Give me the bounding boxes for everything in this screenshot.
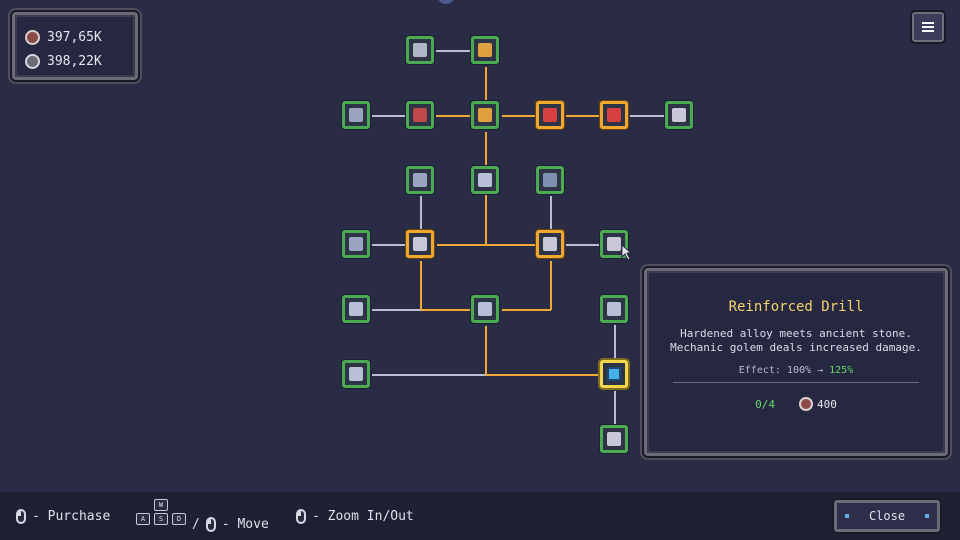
skill-level: 0/4	[755, 397, 775, 411]
ore-cost-icon	[799, 397, 813, 411]
move-hint: W A S D / - Move	[136, 499, 269, 539]
tooltip-title: Reinforced Drill	[728, 299, 864, 315]
close-button-label: Close	[868, 509, 906, 523]
left-click-mouse-icon	[16, 509, 26, 524]
zoom-hint: - Zoom In/Out	[296, 509, 414, 524]
effect-label: Effect:	[738, 365, 781, 376]
zoom-hint-label: - Zoom In/Out	[312, 509, 414, 524]
effect-arrow: →	[817, 365, 824, 376]
drill-icon	[543, 237, 557, 251]
skill-node-drill-3[interactable]	[600, 425, 628, 453]
skill-cost: 400	[817, 397, 837, 411]
key-s: S	[154, 513, 168, 525]
skill-node-shield[interactable]	[342, 230, 370, 258]
gear-stone-icon	[478, 302, 492, 316]
ore-counter: 397,65K	[25, 25, 125, 49]
stone-counter: 398,22K	[25, 49, 125, 73]
red-rune-icon	[607, 108, 621, 122]
crescent-icon	[478, 108, 492, 122]
key-a: A	[136, 513, 150, 525]
magnifier-icon	[349, 367, 363, 381]
hint-slash: /	[192, 516, 200, 532]
purchase-hint: - Purchase	[16, 509, 110, 524]
skill-node-gear-stone[interactable]	[471, 295, 499, 323]
scroll-mouse-icon	[296, 509, 306, 524]
skill-node-sickle[interactable]	[471, 36, 499, 64]
skill-node-drill-1[interactable]	[406, 230, 434, 258]
effect-from: 100%	[786, 365, 812, 376]
needle-icon	[543, 173, 557, 187]
wasd-keys-icon: W A S D	[136, 499, 188, 531]
skill-tree	[342, 36, 693, 453]
skill-node-red-rune-2[interactable]	[600, 101, 628, 129]
skill-node-crate[interactable]	[600, 295, 628, 323]
mouse-cursor-icon	[621, 244, 633, 261]
skill-node-sparkle[interactable]	[471, 166, 499, 194]
drill-icon	[607, 432, 621, 446]
skill-tree-links	[372, 50, 664, 425]
skill-node-red-ore[interactable]	[406, 101, 434, 129]
controls-bar: - Purchase W A S D / - Move - Zoom In/Ou…	[0, 492, 960, 540]
close-button[interactable]: Close	[832, 498, 942, 534]
shield-icon	[349, 237, 363, 251]
shard-icon	[672, 108, 686, 122]
skill-node-crescent[interactable]	[471, 101, 499, 129]
skill-tooltip: Reinforced Drill Hardened alloy meets an…	[642, 266, 950, 458]
sickle-icon	[478, 43, 492, 57]
tooltip-divider	[673, 382, 919, 383]
stone-pair-icon	[349, 108, 363, 122]
crystal-icon	[607, 367, 621, 381]
skill-node-drill-bit[interactable]	[600, 230, 628, 258]
right-drag-mouse-icon	[205, 516, 216, 532]
resources-panel: 397,65K 398,22K	[10, 10, 140, 82]
drill-bit-icon	[607, 237, 621, 251]
skill-node-magnifier[interactable]	[342, 360, 370, 388]
stone-icon	[25, 53, 40, 69]
skill-node-reinforced-drill[interactable]	[600, 360, 628, 388]
skill-node-stone-pair[interactable]	[342, 101, 370, 129]
stairs-icon	[413, 173, 427, 187]
red-rune-icon	[543, 108, 557, 122]
key-w: W	[154, 499, 168, 511]
ore-icon	[25, 29, 40, 45]
stone-amount: 398,22K	[47, 53, 102, 69]
skill-node-drill-2[interactable]	[536, 230, 564, 258]
tooltip-description: Hardened alloy meets ancient stone. Mech…	[670, 327, 922, 354]
top-indicator	[437, 0, 455, 4]
effect-to: 125%	[829, 365, 854, 376]
move-hint-label: - Move	[221, 516, 269, 532]
hamburger-menu-icon	[922, 22, 934, 32]
key-d: D	[172, 513, 186, 525]
skill-node-stairs[interactable]	[406, 166, 434, 194]
skill-node-red-rune-1[interactable]	[536, 101, 564, 129]
tooltip-effect: Effect: 100% → 125%	[665, 365, 927, 376]
stone-pile-icon	[349, 302, 363, 316]
tooltip-footer: 0/4 400	[665, 397, 927, 411]
purchase-hint-label: - Purchase	[32, 509, 111, 524]
drill-icon	[413, 237, 427, 251]
skill-node-pickaxe[interactable]	[406, 36, 434, 64]
menu-button[interactable]	[910, 10, 946, 44]
ore-amount: 397,65K	[47, 29, 102, 45]
skill-node-stone-pile[interactable]	[342, 295, 370, 323]
pickaxe-icon	[413, 43, 427, 57]
crate-icon	[607, 302, 621, 316]
red-ore-icon	[413, 108, 427, 122]
skill-node-shard[interactable]	[665, 101, 693, 129]
sparkle-icon	[478, 173, 492, 187]
skill-node-needle[interactable]	[536, 166, 564, 194]
